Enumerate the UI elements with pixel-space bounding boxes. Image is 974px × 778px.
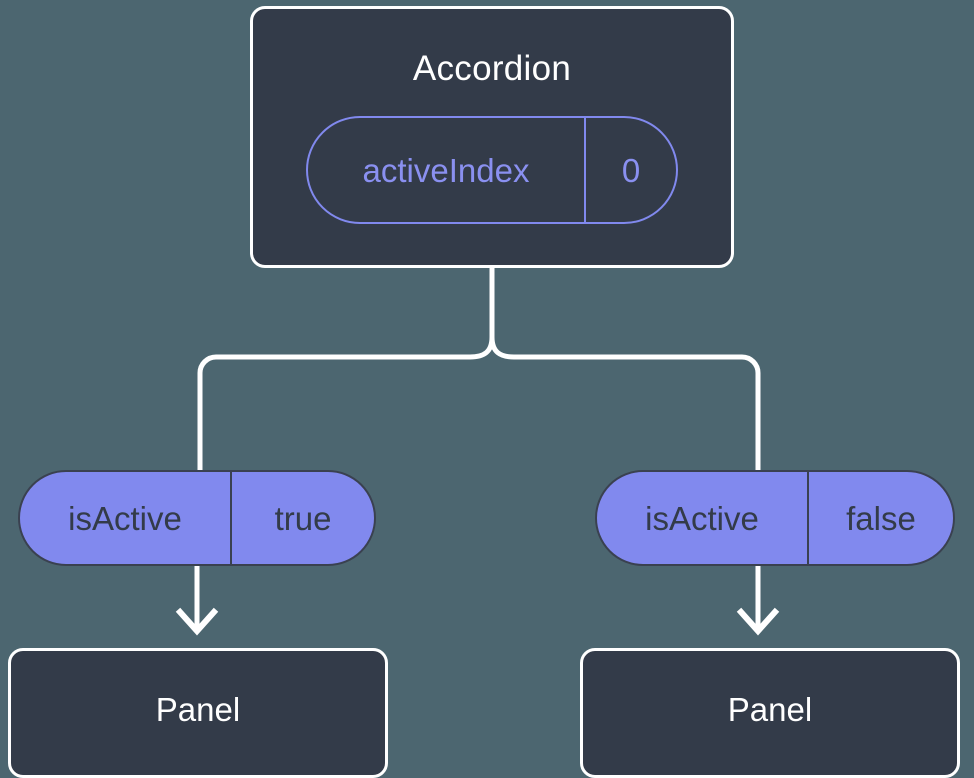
prop-value: true <box>274 499 332 537</box>
prop-badge-is-active-true[interactable]: isActive true <box>18 470 376 566</box>
prop-value: false <box>846 499 916 537</box>
panel-title: Panel <box>155 690 241 728</box>
arrow-left <box>175 566 219 636</box>
connector-branch-right <box>489 336 761 470</box>
prop-badge-active-index[interactable]: activeIndex 0 <box>306 116 678 224</box>
arrow-right <box>736 566 780 636</box>
prop-key: isActive <box>20 472 232 564</box>
prop-key: activeIndex <box>308 118 586 222</box>
page-title: Accordion <box>412 49 572 88</box>
panel-title: Panel <box>727 690 813 728</box>
connector-branch-left <box>197 336 495 470</box>
panel-component-card-left[interactable]: Panel <box>8 648 388 778</box>
panel-component-card-right[interactable]: Panel <box>580 648 960 778</box>
prop-value: 0 <box>621 151 641 189</box>
prop-key: isActive <box>597 472 809 564</box>
prop-badge-is-active-false[interactable]: isActive false <box>595 470 955 566</box>
